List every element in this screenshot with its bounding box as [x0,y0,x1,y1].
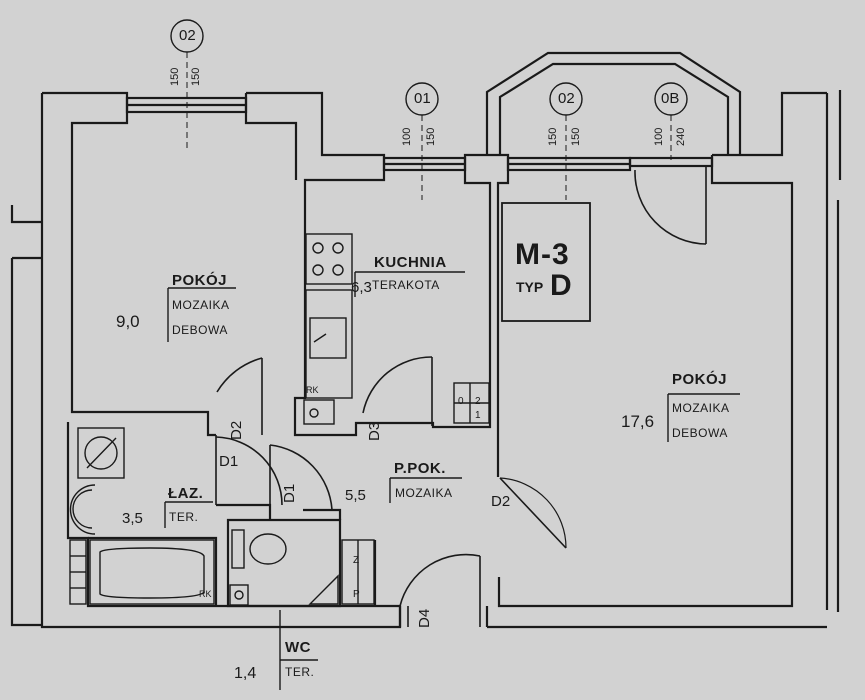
room-finish-przedpokoj: MOZAIKA [395,486,453,500]
room-area-wc: 1,4 [234,665,257,682]
shaft-kitchen-label-3: 1 [475,410,481,421]
room-finish-pokoj-small-1: MOZAIKA [172,298,230,312]
room-name-wc: WC [285,639,311,656]
shaft-wc-label-2: P [353,589,360,600]
room-finish-pokoj-large-2: DEBOWA [672,426,728,440]
room-finish-kuchnia: TERAKOTA [372,278,440,292]
bathtub-icon [89,539,215,605]
door-tag-d3: D3 [366,421,383,441]
room-finish-wc: TER. [285,665,315,679]
axis-tag-1: 02 [179,27,196,44]
shaft-kitchen-label-2: 2 [475,396,481,407]
room-area-przedpokoj: 5,5 [345,487,366,504]
room-finish-pokoj-large-1: MOZAIKA [672,401,730,415]
rk-bath-label: RK [199,589,212,599]
room-finish-pokoj-small-2: DEBOWA [172,323,228,337]
axis-dim-1b: 150 [190,67,202,86]
room-area-lazienka: 3,5 [122,510,143,527]
axis-dim-4a: 100 [653,127,665,146]
axis-dim-4b: 240 [675,127,687,146]
axis-dim-3b: 150 [570,127,582,146]
axis-dim-3a: 150 [547,127,559,146]
toilet-icon [231,529,245,569]
axis-tag-4: 0B [661,90,680,107]
unit-type-value: D [550,269,572,302]
door-tag-d4: D4 [416,608,433,628]
door-tag-d2b: D2 [491,493,511,510]
door-tag-d1b: D1 [281,483,298,503]
washbasin-icon [69,484,96,535]
room-name-lazienka: ŁAZ. [168,485,204,502]
room-name-pokoj-small: POKÓJ [172,272,228,289]
room-area-kuchnia: 6,3 [351,279,372,296]
axis-tag-3: 02 [558,90,575,107]
shaft-kitchen-label-1: 0 [458,396,464,407]
shaft-wc-label-1: Z [353,555,360,566]
room-finish-lazienka: TER. [169,510,199,524]
unit-code: M-3 [515,238,570,271]
room-area-pokoj-small: 9,0 [116,312,140,331]
stove-icon [305,233,353,285]
outer-wall [42,91,216,437]
room-area-pokoj-large: 17,6 [621,412,655,431]
rk-kitchen-label: RK [306,385,319,395]
washing-machine-icon [77,427,125,479]
door-tag-d2a: D2 [228,420,245,440]
axis-dim-1a: 150 [169,67,181,86]
axis-dim-2b: 150 [425,127,437,146]
room-name-przedpokoj: P.POK. [394,460,446,477]
axis-dim-2a: 100 [401,127,413,146]
sink-icon [309,317,347,359]
room-name-kuchnia: KUCHNIA [374,254,447,271]
door-tag-d1a: D1 [219,453,239,470]
axis-tag-2: 01 [414,90,431,107]
room-name-pokoj-large: POKÓJ [672,371,728,388]
unit-type-label: TYP [516,279,544,295]
